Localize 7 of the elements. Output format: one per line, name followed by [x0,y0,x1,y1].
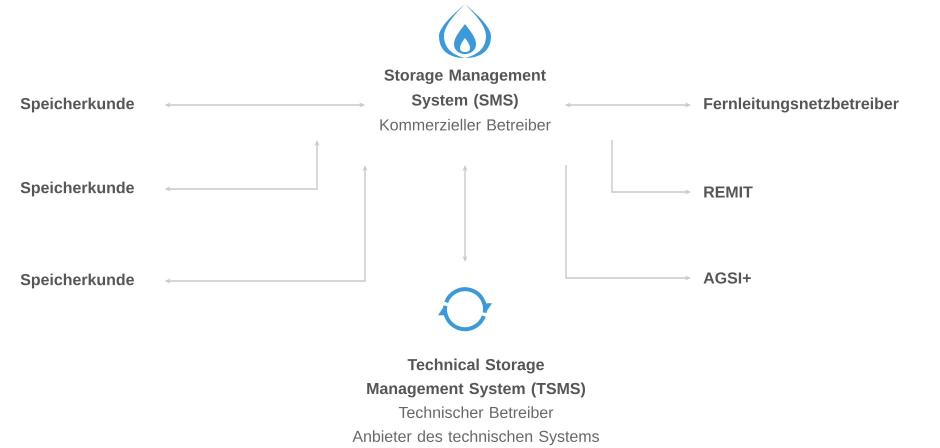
system-label: Storage Management System (SMS) Kommerzieller Betreiber [380,69,551,131]
party-label: AGSI+ [704,272,751,284]
party-label: Fernleitungsnetzbetreiber [704,98,899,112]
party-label: Speicherkunde [20,98,134,112]
party-label: REMIT [704,186,753,198]
party-label: Speicherkunde [20,274,134,288]
party-label: Speicherkunde [20,182,134,196]
